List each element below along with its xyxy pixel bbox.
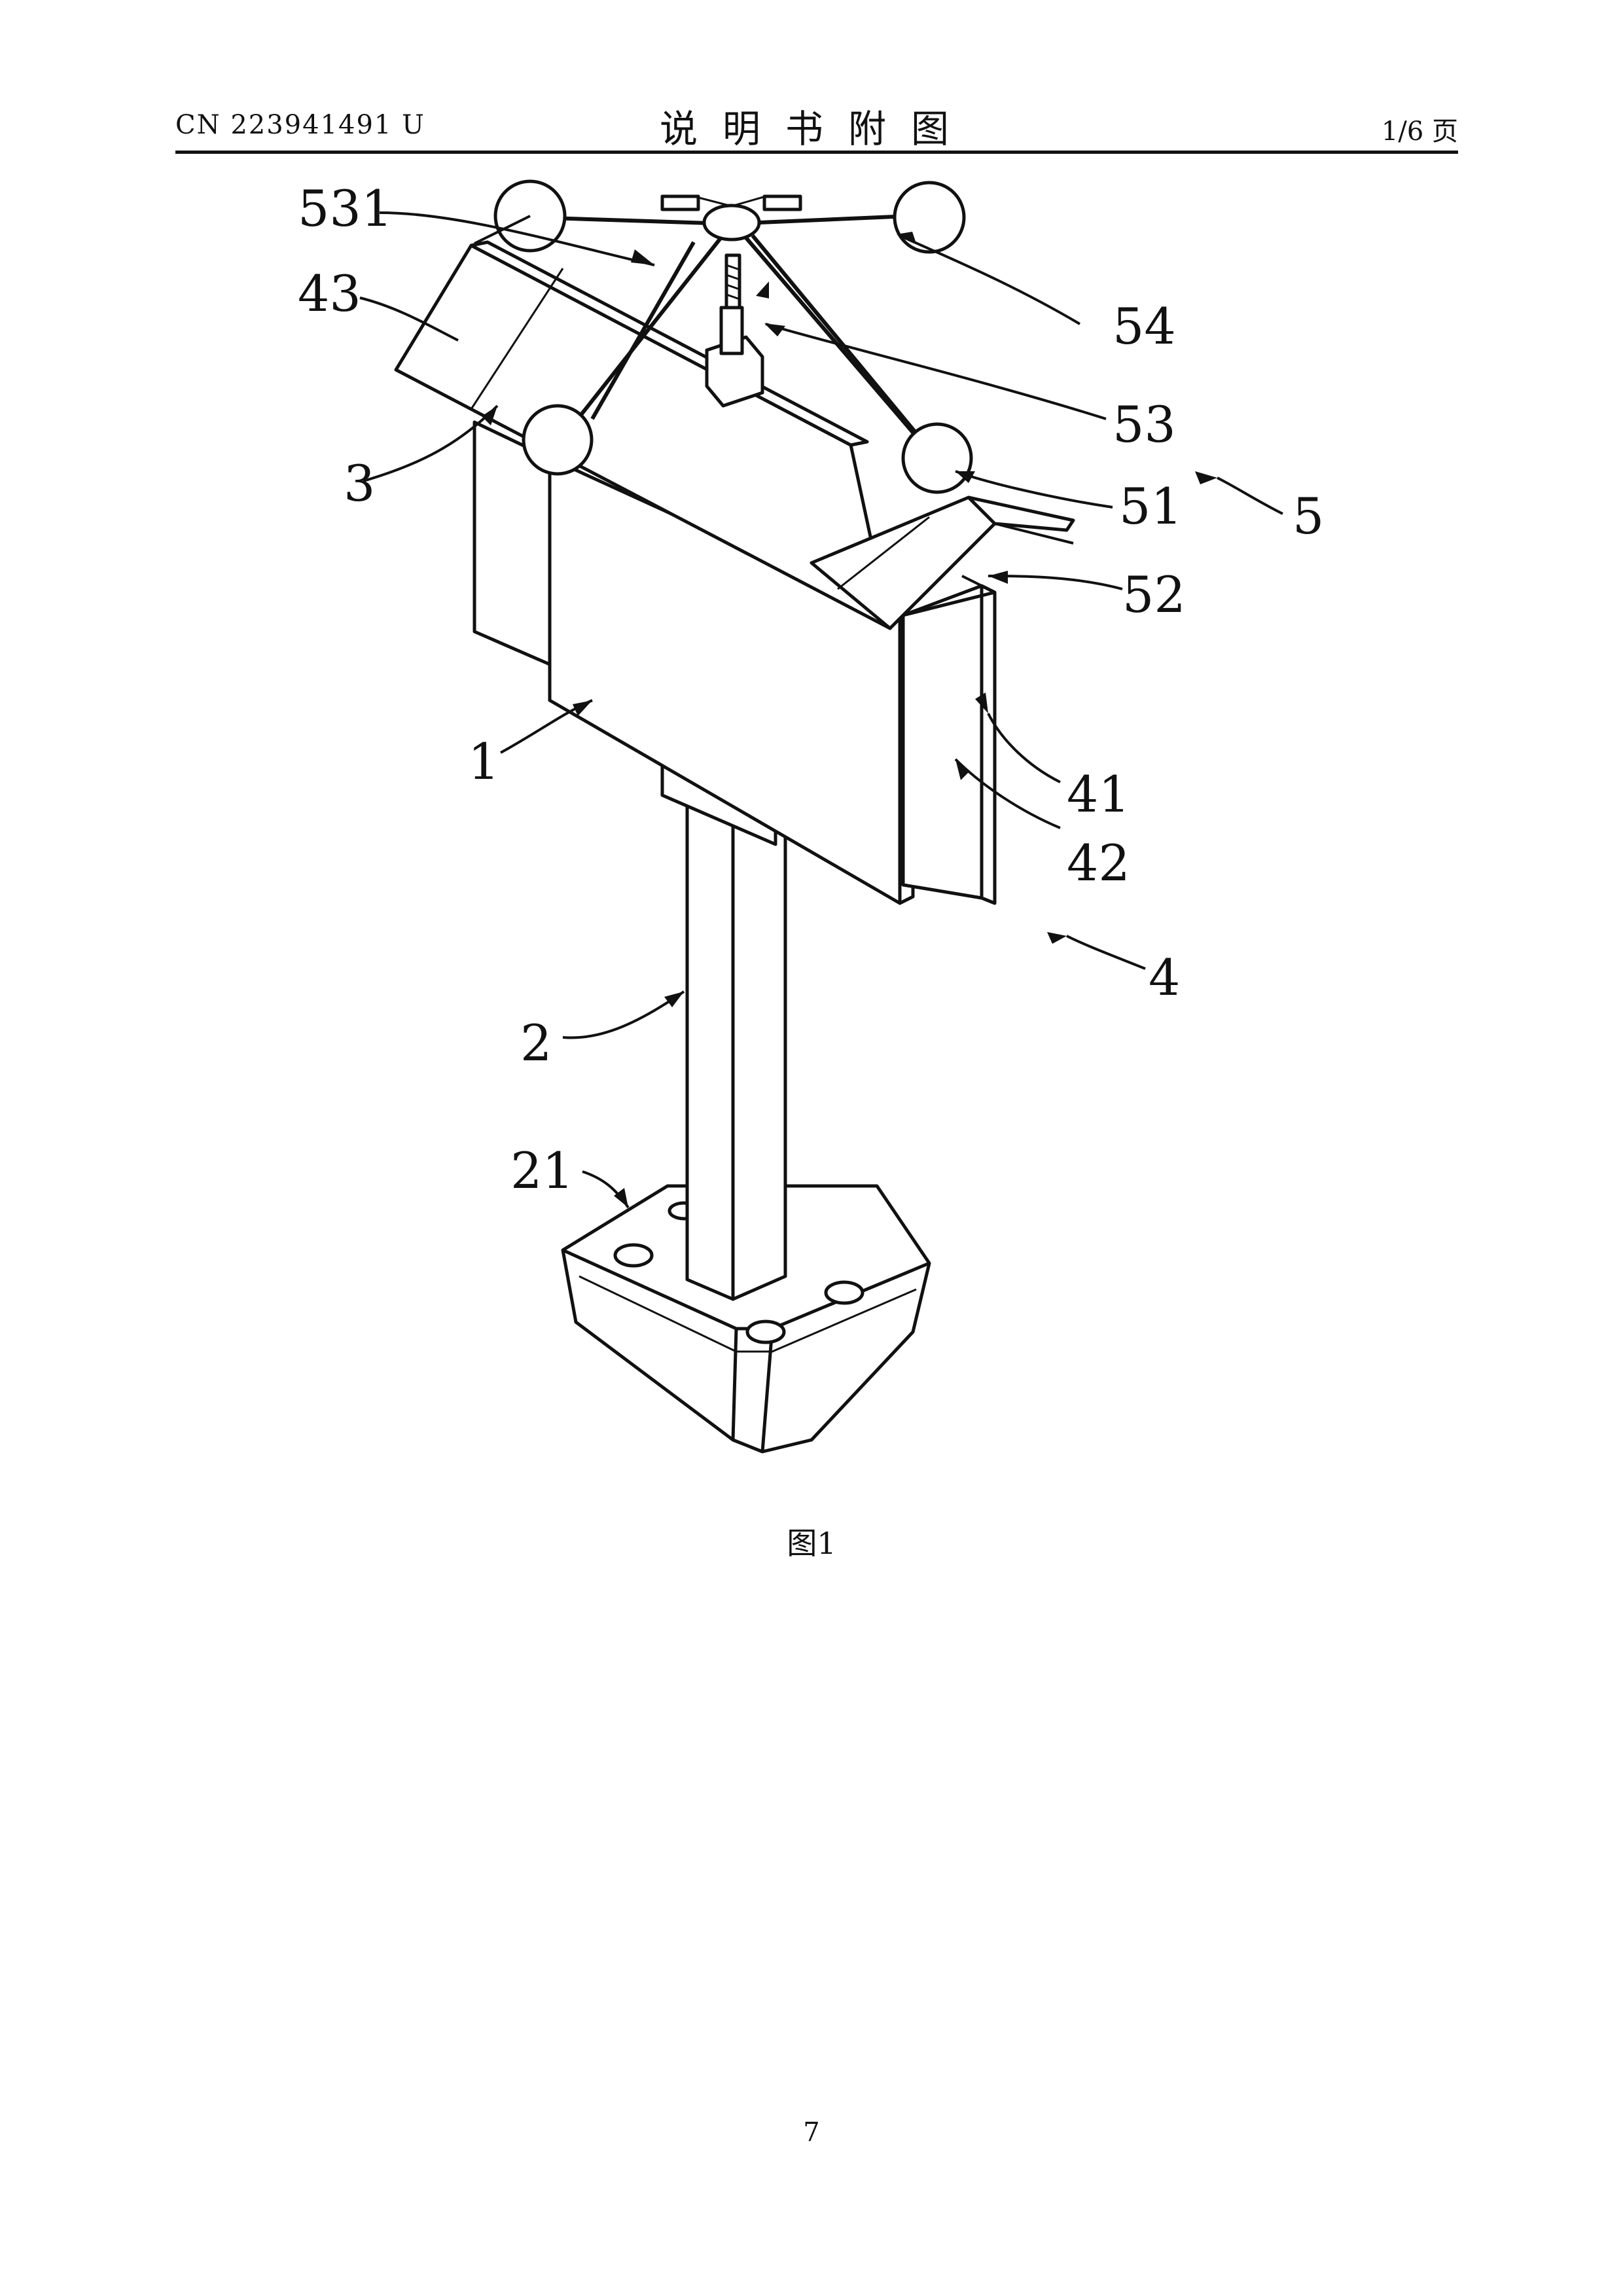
label-43: 43 xyxy=(298,264,361,323)
label-21: 21 xyxy=(510,1141,574,1200)
label-53: 53 xyxy=(1113,395,1176,454)
label-52: 52 xyxy=(1122,565,1186,624)
label-3: 3 xyxy=(344,454,375,512)
rotor-hub xyxy=(662,196,800,240)
actuator-53 xyxy=(707,255,762,406)
label-531: 531 xyxy=(298,179,393,238)
label-41: 41 xyxy=(1067,765,1130,823)
label-54: 54 xyxy=(1113,297,1176,355)
label-42: 42 xyxy=(1067,834,1130,892)
label-4: 4 xyxy=(1149,948,1180,1007)
figure-caption: 图1 xyxy=(0,1520,1623,1563)
side-panel-42 xyxy=(903,586,995,903)
label-51: 51 xyxy=(1119,477,1183,535)
patent-drawing: 531 43 3 54 53 51 5 52 1 41 42 4 2 21 xyxy=(0,0,1623,1505)
label-5: 5 xyxy=(1293,487,1324,545)
label-2: 2 xyxy=(520,1014,552,1072)
label-1: 1 xyxy=(468,732,499,791)
page-number: 7 xyxy=(0,2117,1623,2147)
